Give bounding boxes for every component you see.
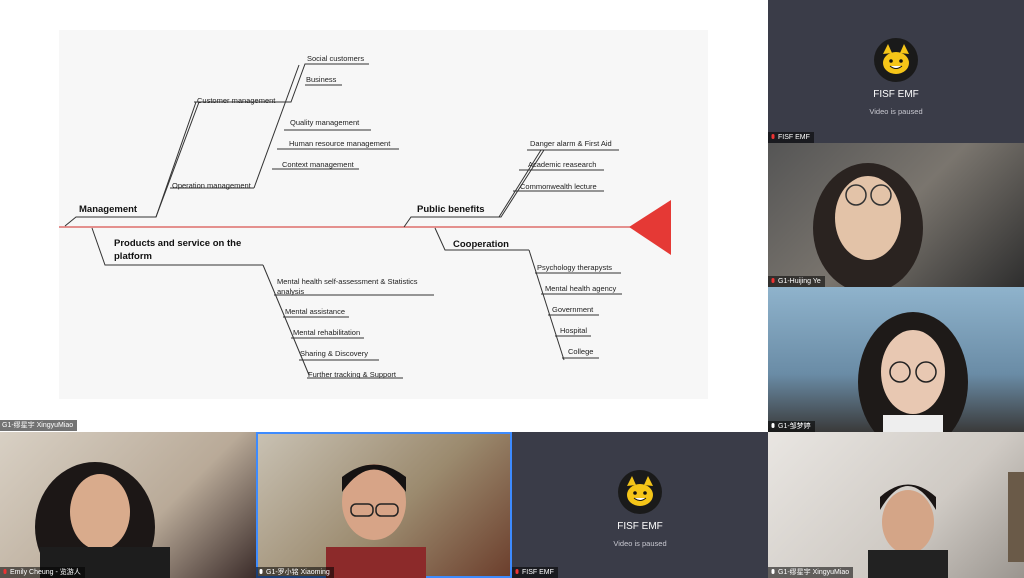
item-psychology-therapists: Psychology therapysts <box>537 263 613 272</box>
customer-management-label: Customer management <box>197 96 276 105</box>
item-academic-research: Academic reasearch <box>528 160 597 169</box>
management-label: Management <box>79 204 138 215</box>
mic-muted-icon <box>2 569 8 576</box>
participant-label-text: G1-罗小铭 Xiaoming <box>266 569 330 576</box>
participant-label: G1-罗小铭 Xiaoming <box>256 567 334 578</box>
products-label: Products and service on the platform <box>114 238 242 262</box>
item-social-customers: Social customers <box>307 54 365 63</box>
video-frame <box>858 312 968 432</box>
mic-icon <box>770 423 776 430</box>
participant-tile-zou[interactable]: G1-邹梦婷 <box>768 287 1024 432</box>
item-quality-management: Quality management <box>290 118 360 127</box>
participant-label: FISF EMF <box>768 132 814 143</box>
item-business: Business <box>306 75 337 84</box>
mic-muted-icon <box>770 134 776 141</box>
item-mental-rehabilitation: Mental rehabilitation <box>293 328 361 337</box>
pikachu-avatar <box>618 470 662 514</box>
management-branch <box>64 63 369 227</box>
participant-label-text: G1-缪星宇 XingyuMiao <box>778 569 850 576</box>
item-mental-health-agency: Mental health agency <box>545 284 617 293</box>
item-human-resource-management: Human resource management <box>289 139 391 148</box>
video-paused-text: Video is paused <box>613 539 667 548</box>
participant-label: Emily Cheung - 览游人 <box>0 567 85 578</box>
participant-label-text: G1-邹梦婷 <box>778 423 811 430</box>
video-frame <box>813 163 923 287</box>
item-commonwealth-lecture: Commonwealth lecture <box>520 182 597 191</box>
public-benefits-label: Public benefits <box>417 204 485 215</box>
item-danger-alarm: Danger alarm & First Aid <box>530 139 612 148</box>
item-government: Government <box>552 305 594 314</box>
participant-tile-xiaoming[interactable]: G1-罗小铭 Xiaoming <box>256 432 512 578</box>
participant-label-text: G1-Huijing Ye <box>778 278 821 285</box>
mic-icon <box>770 569 776 576</box>
floating-participant-label: G1-缪星宇 XingyuMiao <box>0 420 78 431</box>
video-frame <box>868 472 1024 578</box>
item-mental-assistance: Mental assistance <box>285 307 346 316</box>
participant-label: G1-Huijing Ye <box>768 276 825 287</box>
fishbone-head <box>629 200 671 255</box>
participant-label-text: FISF EMF <box>522 569 554 576</box>
item-hospital: Hospital <box>560 326 588 335</box>
participant-tile-fisf-center[interactable]: FISF EMF Video is paused FISF EMF <box>512 432 768 578</box>
participant-tile-xingyu[interactable]: G1-缪星宇 XingyuMiao <box>768 432 1024 578</box>
mic-muted-icon <box>514 569 520 576</box>
participant-name: FISF EMF <box>873 89 919 100</box>
cooperation-label: Cooperation <box>453 239 509 250</box>
item-mental-self-assessment: Mental health self-assessment & Statisti… <box>277 277 418 296</box>
participant-name: FISF EMF <box>617 521 663 532</box>
participant-label: G1-邹梦婷 <box>768 421 815 432</box>
video-frame <box>35 462 170 578</box>
participant-tile-emily[interactable]: Emily Cheung - 览游人 <box>0 432 256 578</box>
participant-label: G1-缪星宇 XingyuMiao <box>768 567 854 578</box>
mic-icon <box>258 569 264 576</box>
fishbone-diagram <box>59 63 671 379</box>
mic-muted-icon <box>770 278 776 285</box>
item-further-tracking: Further tracking & Support <box>308 370 396 379</box>
participant-label-text: Emily Cheung - 览游人 <box>10 569 81 576</box>
video-frame <box>326 464 426 578</box>
fishbone-slide: Management Products and service on the p… <box>59 30 708 399</box>
shared-screen: Management Products and service on the p… <box>0 0 768 432</box>
item-college: College <box>568 347 594 356</box>
participant-label-text: G1-缪星宇 XingyuMiao <box>2 422 74 429</box>
participant-tile-fisf-top[interactable]: FISF EMF Video is paused FISF EMF <box>768 0 1024 143</box>
video-paused-text: Video is paused <box>869 107 923 116</box>
item-sharing-discovery: Sharing & Discovery <box>300 349 368 358</box>
pikachu-avatar <box>874 38 918 82</box>
operation-management-label: Operation management <box>172 181 251 190</box>
participant-label-text: FISF EMF <box>778 134 810 141</box>
item-context-management: Context management <box>282 160 354 169</box>
participant-tile-huijing[interactable]: G1-Huijing Ye <box>768 143 1024 287</box>
participant-label: FISF EMF <box>512 567 558 578</box>
